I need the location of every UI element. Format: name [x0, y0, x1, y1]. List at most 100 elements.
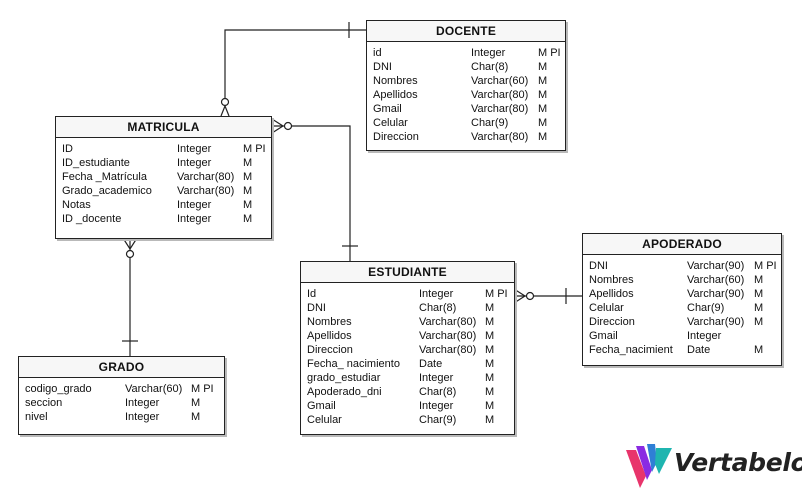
table-title: DOCENTE: [367, 21, 565, 42]
column-name: Celular: [589, 302, 624, 314]
column-constraints: M: [485, 302, 495, 314]
column-type: Varchar(90): [687, 288, 745, 300]
column-name: Apellidos: [589, 288, 634, 300]
column-constraints: M PI: [191, 383, 214, 395]
table-title: GRADO: [19, 357, 224, 378]
column-type: Integer: [177, 143, 212, 155]
column-constraints: M: [754, 344, 764, 356]
column-name: Gmail: [307, 400, 336, 412]
column-name: nivel: [25, 411, 48, 423]
column-type: Char(9): [419, 414, 457, 426]
column-row[interactable]: Apellidos Varchar(90) M: [583, 287, 781, 301]
column-constraints: M: [538, 103, 548, 115]
column-name: Gmail: [589, 330, 618, 342]
column-name: Apellidos: [307, 330, 352, 342]
column-name: Fecha _Matrícula: [62, 171, 147, 183]
column-name: Fecha_ nacimiento: [307, 358, 400, 370]
column-name: Id: [307, 288, 317, 300]
vertabelo-logo: Vertabelo: [626, 444, 802, 488]
rel-matricula-estudiante: [272, 125, 351, 262]
column-name: Direccion: [307, 344, 353, 356]
column-type: Integer: [419, 288, 454, 300]
column-type: Varchar(60): [687, 274, 745, 286]
column-type: Char(9): [471, 117, 509, 129]
column-constraints: M PI: [754, 260, 777, 272]
column-type: Date: [419, 358, 443, 370]
column-type: Varchar(80): [471, 103, 529, 115]
column-name: seccion: [25, 397, 63, 409]
column-constraints: M: [485, 414, 495, 426]
column-constraints: M: [191, 411, 201, 423]
column-constraints: M: [243, 171, 253, 183]
column-constraints: M: [485, 316, 495, 328]
table-title: APODERADO: [583, 234, 781, 255]
column-type: Varchar(80): [419, 344, 477, 356]
column-name: grado_estudiar: [307, 372, 381, 384]
column-type: Integer: [177, 157, 212, 169]
column-name: Nombres: [307, 316, 352, 328]
column-name: id: [373, 47, 382, 59]
column-constraints: M: [243, 213, 253, 225]
column-constraints: M: [485, 400, 495, 412]
column-type: Char(8): [419, 302, 457, 314]
column-type: Integer: [687, 330, 722, 342]
column-type: Char(8): [419, 386, 457, 398]
column-name: codigo_grado: [25, 383, 92, 395]
column-name: Direccion: [373, 131, 419, 143]
column-type: Varchar(80): [177, 185, 235, 197]
column-constraints: M: [754, 288, 764, 300]
column-type: Varchar(80): [419, 316, 477, 328]
column-name: Direccion: [589, 316, 635, 328]
column-row[interactable]: Nombres Varchar(80) M: [301, 315, 514, 329]
column-constraints: M: [485, 386, 495, 398]
column-row[interactable]: Gmail Integer: [583, 329, 781, 343]
column-constraints: M: [754, 274, 764, 286]
column-constraints: M PI: [538, 47, 561, 59]
column-constraints: M: [538, 131, 548, 143]
column-type: Char(9): [687, 302, 725, 314]
column-constraints: M: [243, 185, 253, 197]
column-type: Integer: [177, 213, 212, 225]
column-name: ID: [62, 143, 73, 155]
